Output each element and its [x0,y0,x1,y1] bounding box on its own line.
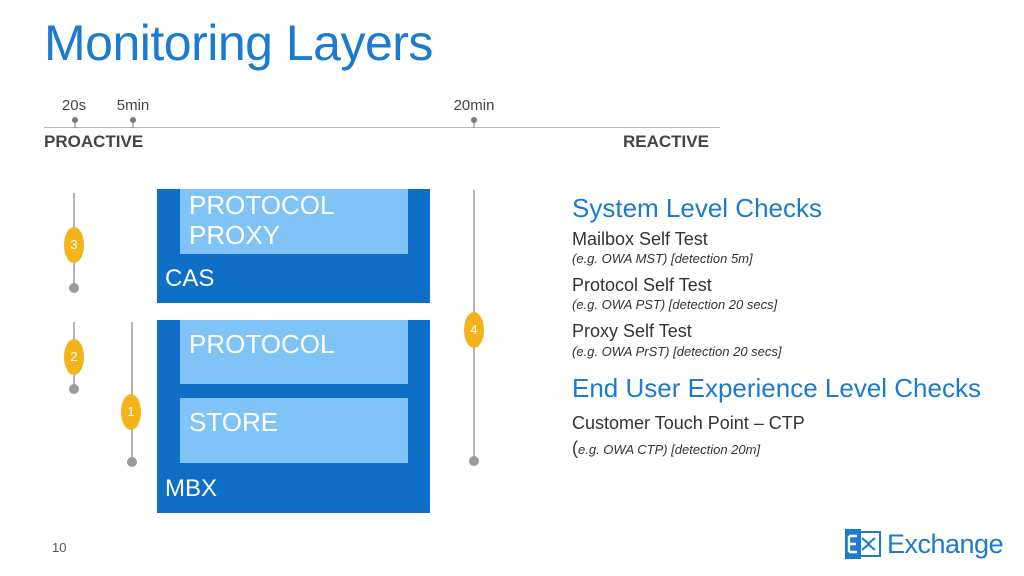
store-box: STORE [180,398,408,463]
timeline-axis [44,127,720,128]
tick-label-5min: 5min [116,97,150,114]
reactive-label: REACTIVE [623,132,709,151]
protocol-proxy-box: PROTOCOL PROXY [180,189,408,254]
tick-stem-20min [473,121,475,128]
detection-line-1-stem [131,322,133,461]
mbx-label: MBX [165,475,218,502]
protocol-proxy-label: PROTOCOL PROXY [189,190,335,250]
detection-line-3-end [69,283,79,293]
store-label: STORE [189,407,279,437]
check-name-proxy: Proxy Self Test [572,321,692,341]
check-note-ctp: (e.g. OWA CTP) [detection 20m] [572,438,760,459]
mbx-layer: PROTOCOL STORE MBX [157,320,430,513]
tick-dot-20s [72,117,78,123]
badge-4: 4 [464,312,484,348]
check-note-ctp-text: e.g. OWA CTP) [detection 20m] [578,442,761,457]
exchange-logo-icon [845,529,881,559]
exchange-logo: Exchange [845,526,1004,562]
check-name-ctp: Customer Touch Point – CTP [572,413,805,433]
end-user-checks-heading: End User Experience Level Checks [572,373,981,403]
check-name-mailbox: Mailbox Self Test [572,229,708,249]
detection-line-2-end [69,384,79,394]
cas-label: CAS [165,265,215,292]
tick-label-20min: 20min [453,97,495,114]
exchange-logo-text: Exchange [887,528,1004,559]
tick-dot-5min [130,117,136,123]
tick-stem-20s [74,121,76,128]
protocol-box: PROTOCOL [180,320,408,384]
system-checks-heading: System Level Checks [572,193,822,223]
page-number: 10 [52,540,67,555]
check-note-proxy: (e.g. OWA PrST) [detection 20 secs] [572,344,782,359]
tick-dot-20min [471,117,477,123]
tick-stem-5min [132,121,134,128]
badge-3: 3 [64,227,84,263]
detection-line-4-end [469,456,479,466]
slide-title: Monitoring Layers [44,15,433,71]
protocol-label: PROTOCOL [189,329,335,359]
check-name-protocol: Protocol Self Test [572,275,712,295]
cas-layer: PROTOCOL PROXY CAS [157,189,430,303]
check-note-protocol: (e.g. OWA PST) [detection 20 secs] [572,297,778,312]
proactive-label: PROACTIVE [44,132,144,151]
check-note-mailbox: (e.g. OWA MST) [detection 5m] [572,251,753,266]
check-note-ctp-paren: ( [572,438,578,458]
badge-2: 2 [64,339,84,375]
badge-1: 1 [121,394,141,430]
detection-line-1-end [127,457,137,467]
tick-label-20s: 20s [61,97,87,114]
